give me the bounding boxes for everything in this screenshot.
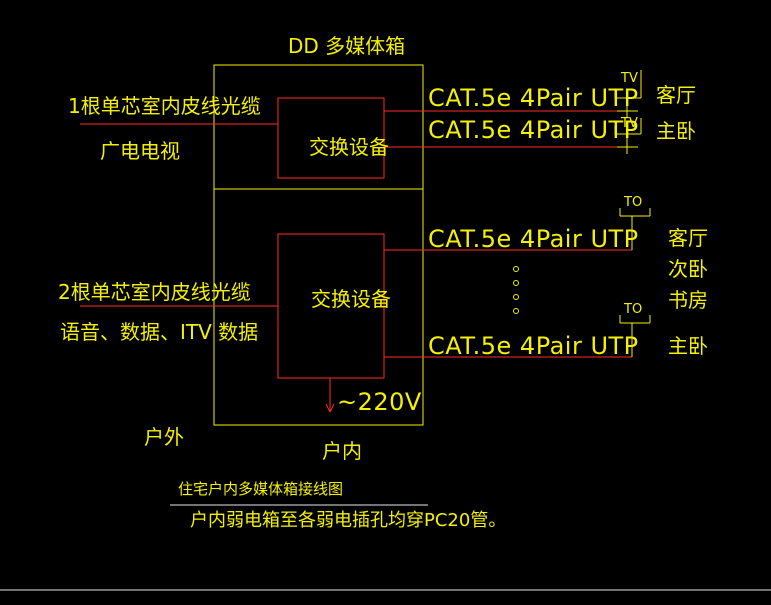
cable-label-2: CAT.5e 4Pair UTP bbox=[428, 116, 639, 144]
switch-label-top: 交换设备 bbox=[309, 135, 389, 159]
room-label-study: 书房 bbox=[668, 288, 708, 312]
service-label-top: 广电电视 bbox=[100, 139, 180, 163]
power-feed bbox=[325, 378, 335, 413]
tv-tag-2: TV bbox=[621, 116, 638, 131]
caption-note: 户内弱电箱至各弱电插孔均穿PC20管。 bbox=[190, 510, 507, 531]
switch-label-bottom: 交换设备 bbox=[311, 287, 391, 311]
fiber-label-top: 1根单芯室内皮线光缆 bbox=[68, 94, 261, 118]
switch-box-top bbox=[277, 97, 385, 179]
room-label-living: 客厅 bbox=[668, 226, 708, 250]
to-tag-2: TO bbox=[624, 302, 643, 317]
tv-tag-1: TV bbox=[621, 71, 638, 86]
cable-label-4: CAT.5e 4Pair UTP bbox=[428, 332, 639, 360]
caption-title: 住宅户内多媒体箱接线图 bbox=[178, 480, 344, 498]
service-label-bottom: 语音、数据、ITV 数据 bbox=[60, 320, 259, 344]
multimedia-box bbox=[213, 64, 424, 426]
cable-label-1: CAT.5e 4Pair UTP bbox=[428, 84, 639, 112]
room-label-master: 主卧 bbox=[668, 334, 708, 358]
to-tag-1: TO bbox=[624, 195, 643, 210]
box-title: DD 多媒体箱 bbox=[288, 34, 406, 58]
power-label: ~220V bbox=[337, 388, 422, 416]
to-outlet-1 bbox=[619, 208, 651, 250]
cable-label-3: CAT.5e 4Pair UTP bbox=[428, 225, 639, 253]
outdoor-label: 户外 bbox=[144, 425, 184, 449]
indoor-label: 户内 bbox=[322, 439, 362, 463]
tv-outlet-1 bbox=[614, 70, 642, 118]
to-outlet-2 bbox=[619, 315, 651, 357]
room-label-second-bedroom: 次卧 bbox=[668, 257, 708, 281]
fiber-label-bottom: 2根单芯室内皮线光缆 bbox=[58, 280, 251, 304]
continuation-dots bbox=[513, 266, 519, 322]
room-label-master-top: 主卧 bbox=[656, 119, 696, 143]
tv-outlet-2 bbox=[614, 118, 642, 154]
room-label-living-top: 客厅 bbox=[656, 83, 696, 107]
